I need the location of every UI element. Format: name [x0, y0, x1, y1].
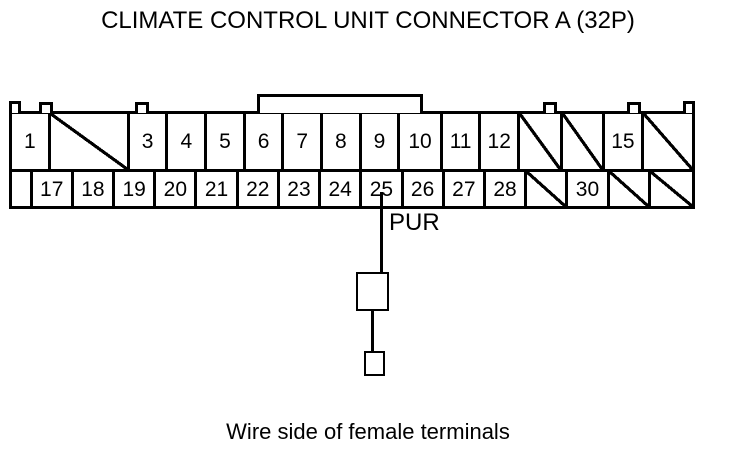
pin-cavity-15: 15: [605, 114, 644, 169]
pin-cavity-1: 1: [12, 114, 51, 169]
pin-cavity-30: 30: [568, 172, 610, 206]
pin-cavity-27: 27: [445, 172, 486, 206]
page-title: CLIMATE CONTROL UNIT CONNECTOR A (32P): [101, 7, 635, 34]
pin-cavity-9: 9: [362, 114, 401, 169]
pin-cavity-12: 12: [481, 114, 521, 169]
latch-tab-2: [135, 102, 149, 113]
pin-cavity-7: 7: [284, 114, 323, 169]
pin-cavity-21: 21: [197, 172, 239, 206]
wire-segment-lower: [371, 310, 374, 352]
pin-cavity-blank: [643, 114, 692, 169]
pin-cavity-blank: [520, 114, 563, 169]
pin-cavity-24: 24: [321, 172, 363, 206]
pin-cavity-blank: [650, 172, 692, 206]
wire-color-label: PUR: [389, 209, 440, 236]
pin-cavity-28: 28: [486, 172, 528, 206]
row-divider: [9, 169, 695, 172]
figure-caption: Wire side of female terminals: [226, 419, 510, 444]
latch-tab-4: [627, 102, 641, 113]
pin-cavity-blank: [527, 172, 569, 206]
terminal-body-lower: [364, 351, 385, 376]
pin-cavity-blank: [609, 172, 651, 206]
terminal-body-upper: [356, 272, 389, 311]
pin-cavity-blank: [562, 114, 606, 169]
wire-segment-upper: [380, 192, 383, 273]
left-corner-lug: [9, 101, 21, 113]
pin-cavity-19: 19: [115, 172, 157, 206]
center-latch-bracket: [257, 94, 423, 113]
latch-tab-1: [39, 102, 53, 113]
pin-cavity-6: 6: [246, 114, 285, 169]
pin-cavity-11: 11: [443, 114, 482, 169]
pin-cavity-10: 10: [400, 114, 443, 169]
pin-cavity-17: 17: [33, 172, 74, 206]
pin-cavity-blank: [50, 114, 130, 169]
pin-cavity-20: 20: [156, 172, 198, 206]
pin-cavity-5: 5: [207, 114, 246, 169]
pin-cavity-26: 26: [404, 172, 445, 206]
pin-cavity-22: 22: [239, 172, 280, 206]
latch-tab-3: [543, 102, 557, 113]
right-corner-lug: [683, 101, 695, 113]
pin-cavity-filler: [12, 172, 33, 206]
pin-cavity-3: 3: [130, 114, 169, 169]
pin-cavity-8: 8: [323, 114, 362, 169]
pin-cavity-18: 18: [74, 172, 116, 206]
pin-cavity-23: 23: [280, 172, 322, 206]
pin-cavity-25: 25: [362, 172, 404, 206]
pin-cavity-4: 4: [168, 114, 208, 169]
